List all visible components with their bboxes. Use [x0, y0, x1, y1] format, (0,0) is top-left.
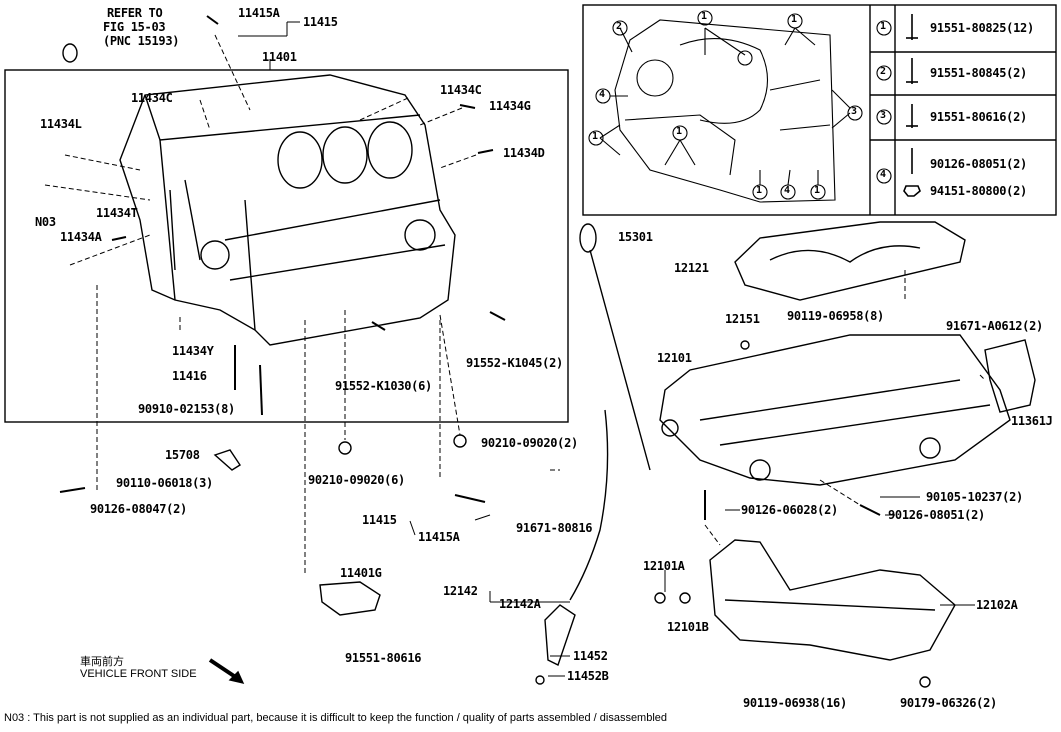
label-12101[interactable]: 12101	[657, 351, 692, 365]
label-11434C-b[interactable]: 11434C	[440, 83, 482, 97]
legend-num-3: 3	[880, 110, 886, 121]
detail-callout-4: 4	[784, 185, 790, 196]
label-11434G[interactable]: 11434G	[489, 99, 531, 113]
refer-line-1[interactable]: REFER TO	[107, 6, 163, 20]
label-91552-K1030[interactable]: 91552-K1030(6)	[335, 379, 432, 393]
label-90119-06938[interactable]: 90119-06938(16)	[743, 696, 847, 710]
detail-callout-1: 1	[701, 11, 707, 22]
label-91671-80816[interactable]: 91671-80816	[516, 521, 593, 535]
label-12121[interactable]: 12121	[674, 261, 709, 275]
label-12102A[interactable]: 12102A	[976, 598, 1018, 612]
refer-line-2[interactable]: FIG 15-03	[103, 20, 166, 34]
legend-part-2: 91551-80845(2)	[930, 66, 1027, 80]
detail-callout-4: 4	[599, 89, 605, 100]
footnote: N03 : This part is not supplied as an in…	[4, 712, 668, 724]
label-11452B[interactable]: 11452B	[567, 669, 609, 683]
label-11361J[interactable]: 11361J	[1011, 414, 1053, 428]
label-11434A[interactable]: 11434A	[60, 230, 102, 244]
label-90910-02153[interactable]: 90910-02153(8)	[138, 402, 235, 416]
detail-callout-1: 1	[814, 185, 820, 196]
label-11452[interactable]: 11452	[573, 649, 608, 663]
label-11401G[interactable]: 11401G	[340, 566, 382, 580]
cylinder-block-drawing	[119, 74, 456, 346]
label-90126-08051[interactable]: 90126-08051(2)	[888, 508, 985, 522]
legend-bolt-icons	[903, 14, 921, 197]
legend-part-4a: 90126-08051(2)	[930, 157, 1027, 171]
label-N03[interactable]: N03	[35, 215, 56, 229]
label-11434T[interactable]: 11434T	[96, 206, 138, 220]
label-11434L[interactable]: 11434L	[40, 117, 82, 131]
label-90210-09020-6[interactable]: 90210-09020(6)	[308, 473, 405, 487]
label-90126-06028[interactable]: 90126-06028(2)	[741, 503, 838, 517]
legend-part-4b: 94151-80800(2)	[930, 184, 1027, 198]
oil-pan-upper-drawing	[659, 334, 1011, 486]
label-15708[interactable]: 15708	[165, 448, 200, 462]
oil-pan-lower-drawing	[709, 539, 956, 661]
label-91551-80616[interactable]: 91551-80616	[345, 651, 422, 665]
label-11416[interactable]: 11416	[172, 369, 207, 383]
label-11434D[interactable]: 11434D	[503, 146, 545, 160]
detail-callout-1: 1	[676, 126, 682, 137]
label-90126-08047[interactable]: 90126-08047(2)	[90, 502, 187, 516]
timing-cover-detail-drawing	[599, 19, 851, 203]
upper-gasket-drawing	[734, 221, 966, 301]
label-90110-06018[interactable]: 90110-06018(3)	[116, 476, 213, 490]
label-11415A-mid[interactable]: 11415A	[418, 530, 460, 544]
plate-drawing	[984, 339, 1036, 413]
label-12101B[interactable]: 12101B	[667, 620, 709, 634]
label-11434C-a[interactable]: 11434C	[131, 91, 173, 105]
legend-num-2: 2	[880, 66, 886, 77]
refer-line-3[interactable]: (PNC 15193)	[103, 34, 180, 48]
detail-callout-1: 1	[592, 131, 598, 142]
label-12142A[interactable]: 12142A	[499, 597, 541, 611]
vehicle-front-jp: 車両前方	[80, 656, 124, 668]
engine-block-frame	[4, 69, 569, 423]
label-11415-top[interactable]: 11415	[303, 15, 338, 29]
detail-callout-2: 2	[616, 21, 622, 32]
label-90179-06326[interactable]: 90179-06326(2)	[900, 696, 997, 710]
label-12142[interactable]: 12142	[443, 584, 478, 598]
detail-callout-circles	[588, 10, 892, 200]
label-11415A-top[interactable]: 11415A	[238, 6, 280, 20]
label-12151[interactable]: 12151	[725, 312, 760, 326]
sensor-drawing	[319, 581, 381, 616]
label-11401[interactable]: 11401	[262, 50, 297, 64]
label-11415-mid[interactable]: 11415	[362, 513, 397, 527]
legend-num-4: 4	[880, 169, 886, 180]
dipstick-drawing	[544, 223, 651, 666]
legend-num-1: 1	[880, 21, 886, 32]
label-91552-K1045[interactable]: 91552-K1045(2)	[466, 356, 563, 370]
detail-callout-1: 1	[756, 185, 762, 196]
legend-part-1: 91551-80825(12)	[930, 21, 1034, 35]
label-90105-10237[interactable]: 90105-10237(2)	[926, 490, 1023, 504]
vehicle-front-en: VEHICLE FRONT SIDE	[80, 668, 197, 680]
label-91671-A0612[interactable]: 91671-A0612(2)	[946, 319, 1043, 333]
label-90119-06958[interactable]: 90119-06958(8)	[787, 309, 884, 323]
detail-callout-1: 1	[791, 14, 797, 25]
detail-inset-frame	[582, 4, 1057, 216]
legend-part-3: 91551-80616(2)	[930, 110, 1027, 124]
clip-drawing	[213, 449, 241, 471]
label-90210-09020-2[interactable]: 90210-09020(2)	[481, 436, 578, 450]
label-12101A[interactable]: 12101A	[643, 559, 685, 573]
label-11434Y[interactable]: 11434Y	[172, 344, 214, 358]
label-15301[interactable]: 15301	[618, 230, 653, 244]
detail-callout-3: 3	[851, 106, 857, 117]
